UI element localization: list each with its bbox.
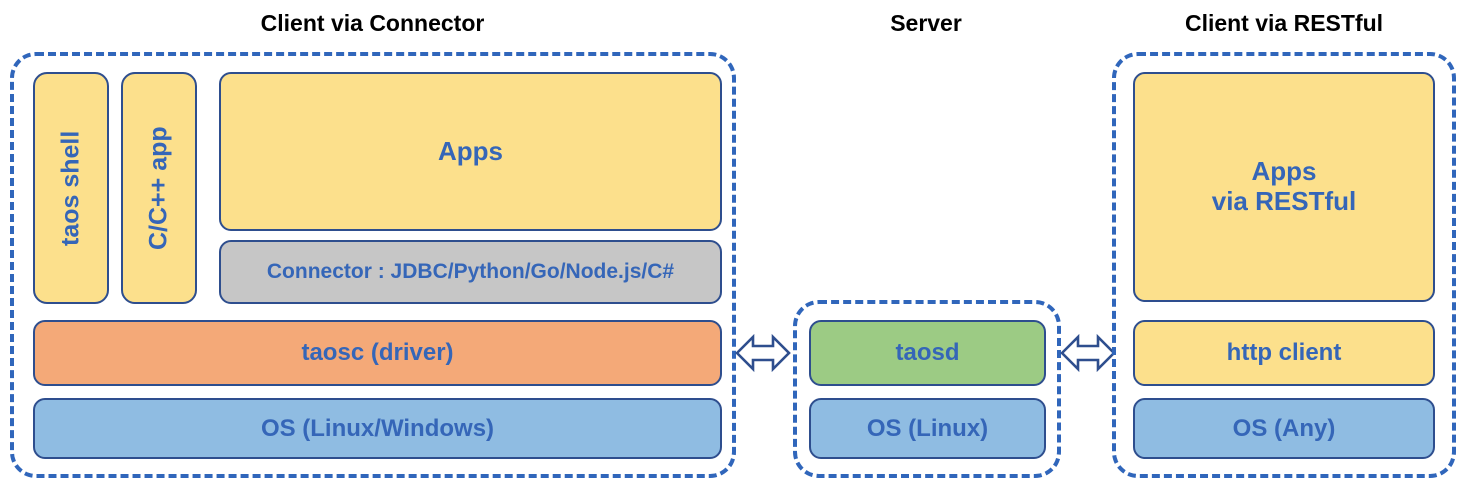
block-apps-via-restful[interactable]: Apps via RESTful xyxy=(1133,72,1435,302)
double-headed-arrow-icon-right xyxy=(1060,333,1116,373)
section-title-client-restful: Client via RESTful xyxy=(1184,10,1384,36)
group-server xyxy=(793,300,1061,478)
double-headed-arrow-icon-left xyxy=(735,333,791,373)
section-title-client-connector: Client via Connector xyxy=(260,10,485,36)
block-apps-via-restful-line1: Apps xyxy=(1251,156,1317,187)
group-client-via-restful xyxy=(1112,52,1456,478)
block-os-any[interactable]: OS (Any) xyxy=(1133,398,1435,459)
block-http-client[interactable]: http client xyxy=(1133,320,1435,386)
block-os-linux[interactable]: OS (Linux) xyxy=(809,398,1046,459)
block-c-cpp-app[interactable]: C/C++ app xyxy=(121,72,197,304)
block-taosd[interactable]: taosd xyxy=(809,320,1046,386)
block-apps[interactable]: Apps xyxy=(219,72,722,231)
group-client-via-connector xyxy=(10,52,736,478)
block-taos-shell[interactable]: taos shell xyxy=(33,72,109,304)
block-connector[interactable]: Connector : JDBC/Python/Go/Node.js/C# xyxy=(219,240,722,304)
block-apps-via-restful-line2: via RESTful xyxy=(1211,186,1357,216)
section-title-server: Server xyxy=(890,10,962,36)
block-taosc-driver[interactable]: taosc (driver) xyxy=(33,320,722,386)
block-os-linux-windows[interactable]: OS (Linux/Windows) xyxy=(33,398,722,459)
